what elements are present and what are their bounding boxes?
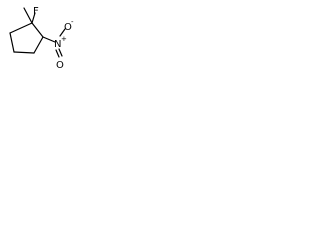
ring-bond-c5-c1 [9,22,33,34]
ring-bond-c2-c3 [33,36,44,54]
ring-bond-c3-c4 [13,51,35,54]
fluorine-atom-label: F [33,6,39,17]
nitro-bond [42,36,56,43]
cyclopentane-ring [9,22,44,54]
n-o-double-bond-a [58,48,63,57]
ring-bond-c4-c5 [9,32,15,53]
n-o-double-bond-b [55,49,60,58]
ring-bond-c1-c2 [31,22,44,38]
oxygen-minus-atom-label: O [64,22,72,33]
nitrogen-atom-label: N [54,39,61,50]
n-o-minus-bond [59,28,66,37]
oxygen-double-bond-atom-label: O [56,60,64,71]
oxygen-minus-charge: - [71,18,74,26]
methyl-bond [23,7,33,24]
fluoro-bond [31,12,36,24]
nitrogen-plus-charge: + [61,35,67,43]
chemical-structure: F N + O - O [9,6,74,71]
